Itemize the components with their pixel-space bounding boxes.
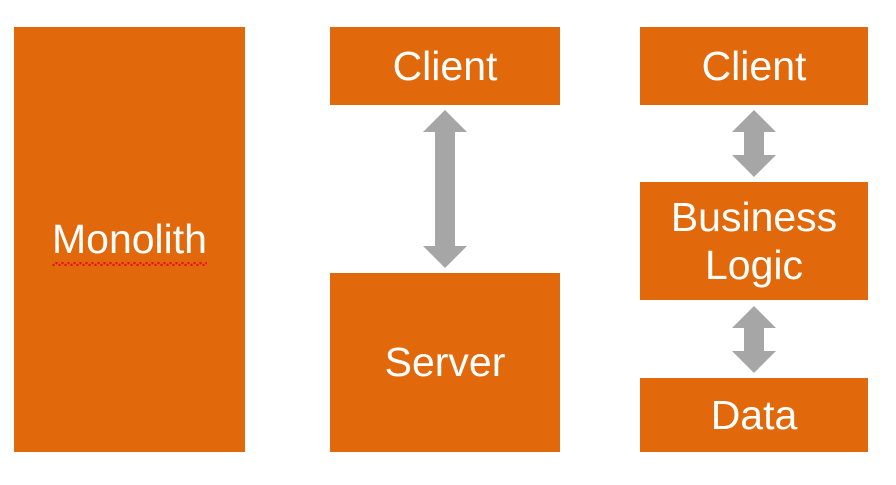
double-headed-vertical-arrow-icon-logic-data — [732, 306, 776, 373]
server-box-label: Server — [384, 339, 506, 386]
monolith-box-label: Monolith — [46, 215, 213, 266]
server-box[interactable]: Server — [330, 273, 560, 452]
spellcheck-underline-icon — [52, 261, 207, 266]
double-headed-vertical-arrow-icon-client-logic — [732, 110, 776, 177]
data-box[interactable]: Data — [640, 378, 868, 452]
client-box-two-tier[interactable]: Client — [330, 27, 560, 105]
data-box-label: Data — [710, 391, 798, 438]
client-box-three-tier-label: Client — [701, 42, 807, 89]
monolith-box[interactable]: Monolith — [14, 27, 245, 452]
client-box-two-tier-label: Client — [392, 42, 498, 89]
client-box-three-tier[interactable]: Client — [640, 27, 868, 105]
business-logic-box-label: Business Logic — [670, 193, 838, 288]
double-headed-vertical-arrow-icon-client-server — [423, 110, 467, 268]
business-logic-box[interactable]: Business Logic — [640, 182, 868, 300]
